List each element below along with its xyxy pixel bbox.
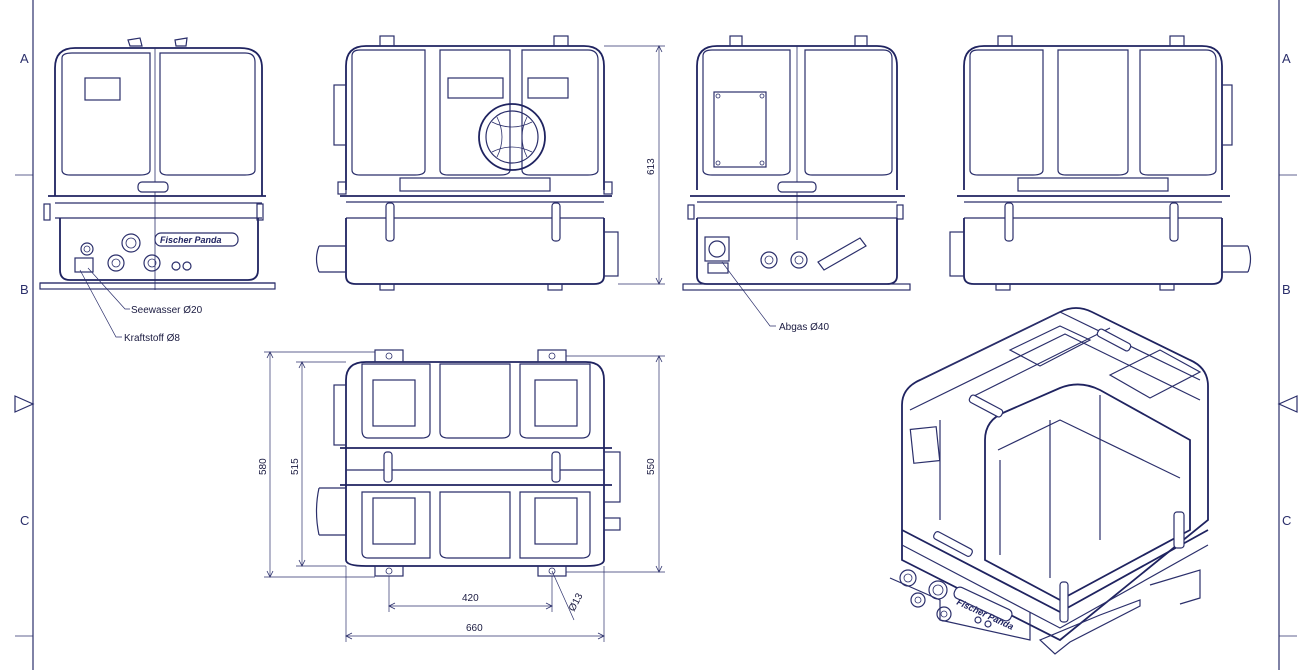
grid-label-b-right: B — [1282, 282, 1291, 297]
dimension-height-label: 613 — [646, 158, 657, 175]
callout-fuel: Kraftstoff Ø8 — [124, 333, 180, 344]
callouts-rear: Abgas Ø40 — [721, 261, 829, 333]
dimension-depth-outer-label: 580 — [258, 458, 269, 475]
callouts-front: Seewasser Ø20 Kraftstoff Ø8 — [79, 267, 203, 344]
grid-label-b-left: B — [20, 282, 29, 297]
centering-mark-left — [14, 395, 35, 413]
dimension-width-label: 660 — [466, 623, 483, 634]
callout-exhaust: Abgas Ø40 — [779, 322, 829, 333]
front-brand-label: Fischer Panda — [160, 235, 222, 245]
grid-label-c-right: C — [1282, 513, 1291, 528]
dimension-hole-label: Ø13 — [567, 591, 586, 613]
callout-seawater: Seewasser Ø20 — [131, 305, 203, 316]
view-top — [315, 349, 621, 577]
drawing-frame — [14, 0, 1298, 670]
centering-mark-right — [1277, 395, 1298, 413]
grid-label-c-left: C — [20, 513, 29, 528]
dimension-mount-spacing-label: 420 — [462, 593, 479, 604]
dimension-depth-right-label: 550 — [646, 458, 657, 475]
grid-label-a-right: A — [1282, 51, 1291, 66]
view-side-opposite — [949, 35, 1252, 291]
dimension-depth-inner-label: 515 — [290, 458, 301, 475]
grid-label-a-left: A — [20, 51, 29, 66]
view-front: Fischer Panda — [39, 37, 276, 290]
dimension-height: 613 — [604, 45, 665, 285]
view-isometric: Fischer Panda — [889, 307, 1209, 655]
view-side-service — [315, 35, 619, 291]
view-rear — [682, 35, 911, 291]
